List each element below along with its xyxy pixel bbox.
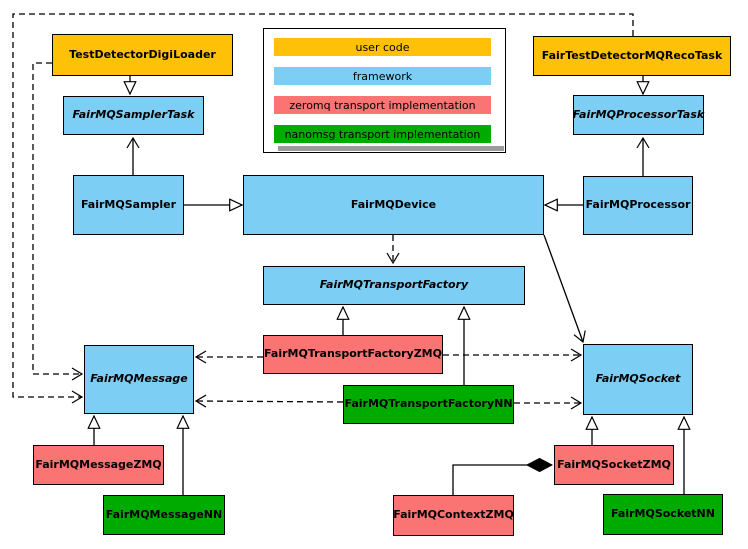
node-fairmq-sampler: FairMQSampler xyxy=(73,175,184,235)
node-fair-test-detector-mq-reco-task: FairTestDetectorMQRecoTask xyxy=(533,36,731,76)
legend-item-nanomsg: nanomsg transport implementation xyxy=(274,125,491,143)
node-fairmq-socket: FairMQSocket xyxy=(583,344,693,415)
legend-item-framework: framework xyxy=(274,67,491,85)
node-fairmq-socket-nn: FairMQSocketNN xyxy=(603,494,723,535)
legend-item-zeromq: zeromq transport implementation xyxy=(274,96,491,114)
node-test-detector-digi-loader: TestDetectorDigiLoader xyxy=(52,34,233,76)
node-fairmq-sampler-task: FairMQSamplerTask xyxy=(63,96,204,135)
node-fairmq-transport-factory-nn: FairMQTransportFactoryNN xyxy=(343,385,514,424)
node-fairmq-message-nn: FairMQMessageNN xyxy=(103,495,225,535)
node-fairmq-socket-zmq: FairMQSocketZMQ xyxy=(554,445,674,485)
node-fairmq-message-zmq: FairMQMessageZMQ xyxy=(33,445,164,485)
node-fairmq-device: FairMQDevice xyxy=(243,175,544,235)
legend-item-user-code: user code xyxy=(274,38,491,56)
node-fairmq-context-zmq: FairMQContextZMQ xyxy=(393,495,514,536)
node-fairmq-transport-factory-zmq: FairMQTransportFactoryZMQ xyxy=(263,335,443,374)
node-fairmq-processor: FairMQProcessor xyxy=(583,176,693,235)
legend: user code framework zeromq transport imp… xyxy=(263,28,506,153)
node-fairmq-transport-factory: FairMQTransportFactory xyxy=(263,266,525,305)
node-fairmq-message: FairMQMessage xyxy=(84,345,194,414)
node-fairmq-processor-task: FairMQProcessorTask xyxy=(573,95,704,135)
